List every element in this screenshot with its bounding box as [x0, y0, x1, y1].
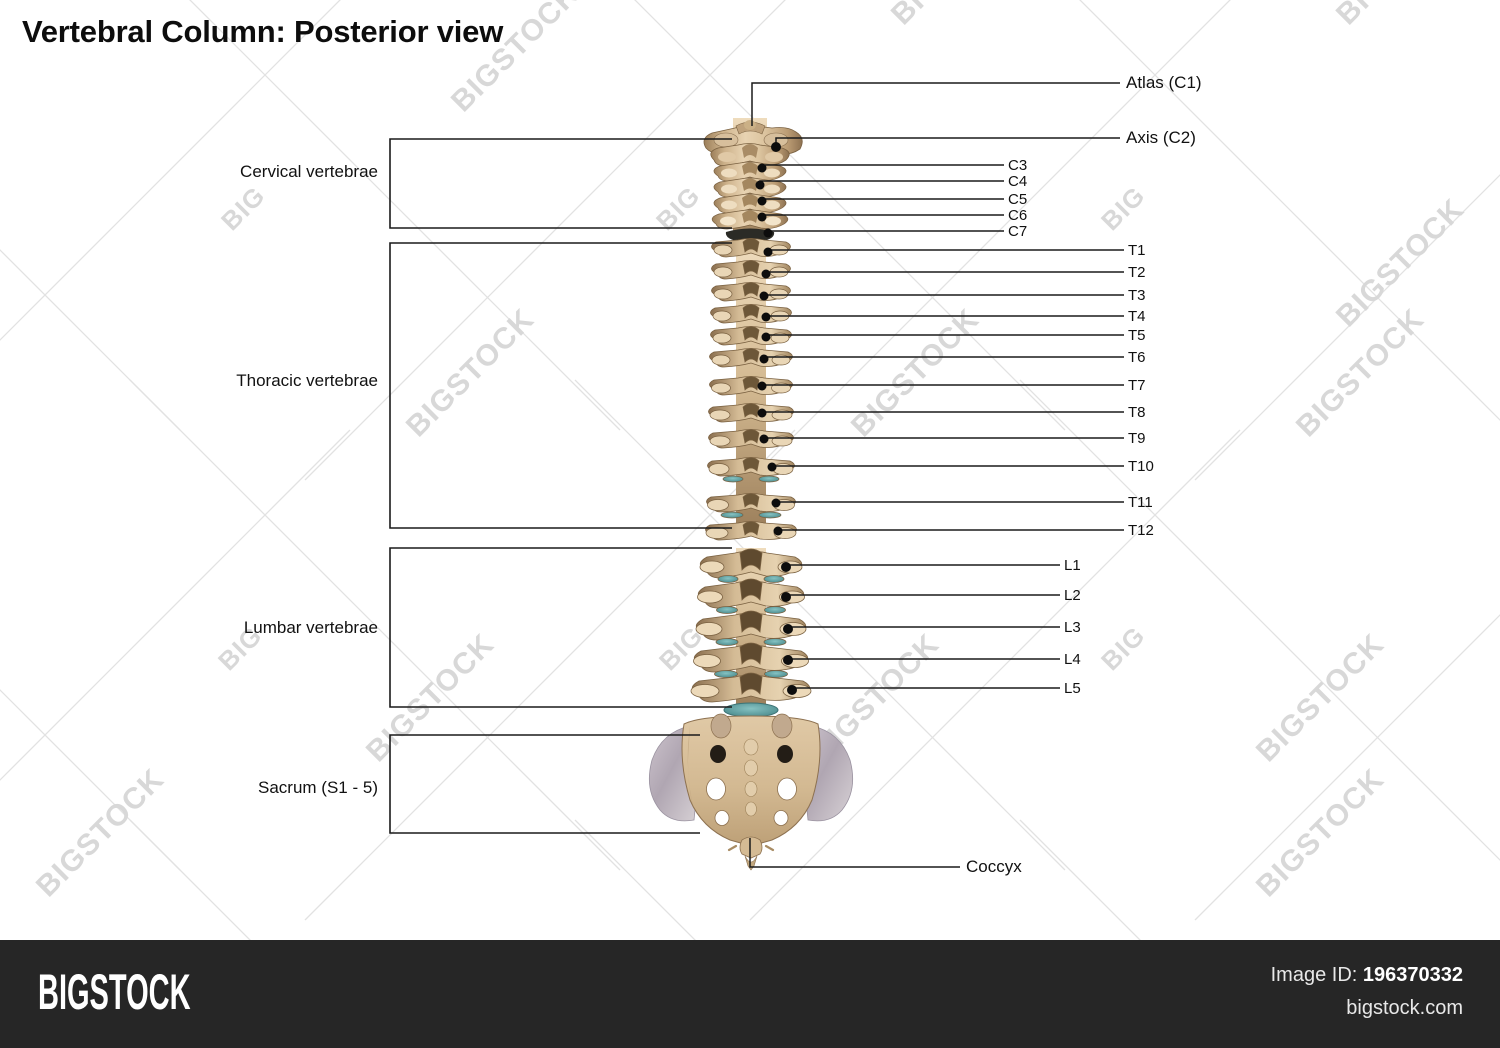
- bracket-label-sacrum: Sacrum (S1 - 5): [258, 778, 378, 797]
- bracket-label-lumbar: Lumbar vertebrae: [243, 618, 378, 637]
- bigstock-logo: BIGSTOCK: [38, 964, 191, 1020]
- callout-label-l5: L5: [1064, 680, 1081, 697]
- callout-label-t11: T11: [1128, 494, 1153, 511]
- callout-label-coccyx: Coccyx: [966, 857, 1022, 876]
- bracket-label-thoracic: Thoracic vertebrae: [236, 371, 378, 390]
- callout-label-c5: C5: [1008, 191, 1028, 208]
- callout-label-t10: T10: [1128, 458, 1154, 475]
- vertebral-column-illustration: [389, 82, 1124, 871]
- site-url-text: bigstock.com: [1346, 997, 1463, 1019]
- thoracic-vertebrae-group: [705, 238, 797, 541]
- callout-label-c4: C4: [1008, 173, 1028, 190]
- callout-label-l1: L1: [1064, 557, 1081, 574]
- sacrum-coccyx-group: [648, 713, 854, 871]
- image-id-text: Image ID: 196370332: [1271, 964, 1463, 987]
- callout-label-l3: L3: [1064, 619, 1081, 636]
- callout-label-t1: T1: [1128, 242, 1146, 259]
- callout-label-atlas: Atlas (C1): [1126, 73, 1202, 92]
- callout-label-t3: T3: [1128, 287, 1146, 304]
- callout-label-t7: T7: [1128, 377, 1146, 394]
- callout-label-t8: T8: [1128, 404, 1146, 421]
- image-id-label: Image ID:: [1270, 964, 1363, 986]
- callout-label-l2: L2: [1064, 587, 1081, 604]
- callout-label-t4: T4: [1128, 308, 1146, 325]
- callout-label-t12: T12: [1128, 522, 1154, 539]
- callout-label-t5: T5: [1128, 327, 1146, 344]
- callout-label-t6: T6: [1128, 349, 1146, 366]
- callout-label-c3: C3: [1008, 157, 1028, 174]
- callout-label-t9: T9: [1128, 430, 1146, 447]
- callout-label-c7: C7: [1008, 223, 1028, 240]
- callout-label-axis: Axis (C2): [1126, 128, 1196, 147]
- callout-label-c6: C6: [1008, 207, 1028, 224]
- stock-footer-bar: BIGSTOCK Image ID: 196370332 bigstock.co…: [0, 940, 1500, 1048]
- page-title: Vertebral Column: Posterior view: [22, 14, 504, 49]
- callout-label-l4: L4: [1064, 651, 1081, 668]
- bracket-label-cervical: Cervical vertebrae: [240, 162, 378, 181]
- image-id-value: 196370332: [1362, 964, 1463, 986]
- callout-label-t2: T2: [1128, 264, 1146, 281]
